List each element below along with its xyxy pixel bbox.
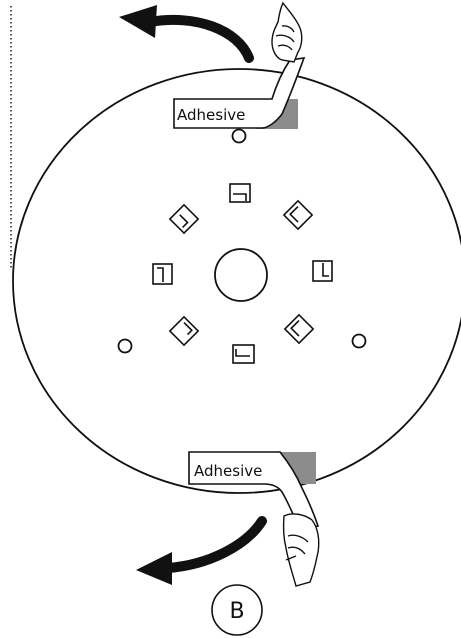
clip-slot-upper-right — [282, 199, 314, 231]
adhesive-label-top: Adhesive — [177, 106, 245, 124]
small-hole-right — [351, 333, 367, 349]
adhesive-label-bottom: Adhesive — [194, 462, 262, 480]
figure-letter-circle — [211, 584, 263, 636]
clip-slot-bottom — [232, 344, 255, 364]
peel-arrow-top-icon — [119, 5, 254, 63]
hand-pinching-top-icon — [271, 1, 303, 63]
clip-slot-lower-right — [283, 313, 315, 345]
hand-pinching-bottom-icon — [282, 513, 320, 587]
adhesive-strip-bottom: Adhesive — [188, 451, 320, 531]
small-hole-top — [231, 128, 247, 144]
small-hole-left — [117, 338, 133, 354]
peel-arrow-bottom-icon — [136, 516, 267, 585]
figure-letter: B — [229, 599, 244, 624]
clip-slot-lower-left — [168, 315, 200, 347]
center-hole — [214, 248, 268, 302]
clip-slot-upper-left — [168, 203, 200, 235]
disc-outline — [12, 68, 461, 494]
clip-slot-top — [229, 183, 251, 203]
adhesive-strip-top: Adhesive — [173, 57, 306, 129]
adhesive-peel-strip-top — [173, 57, 306, 129]
clip-slot-right — [312, 260, 333, 282]
clip-slot-left — [152, 263, 173, 285]
